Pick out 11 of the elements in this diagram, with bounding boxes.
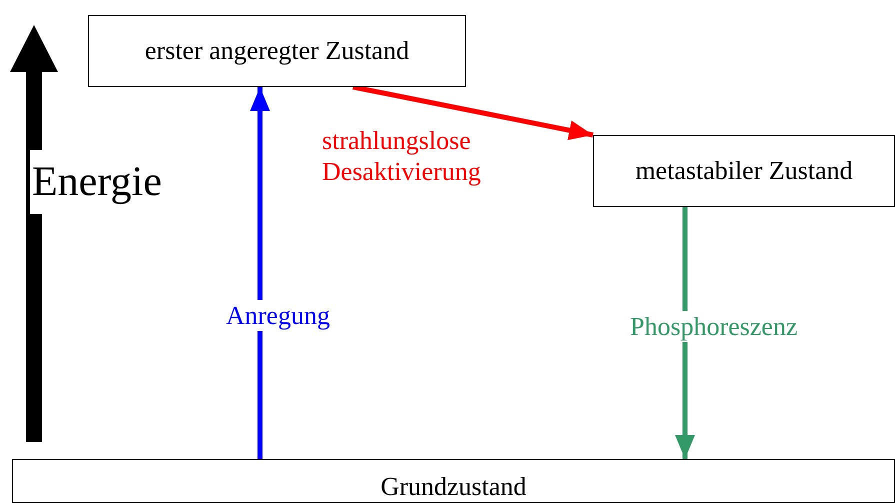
state-label: erster angeregter Zustand <box>144 36 410 66</box>
arrow <box>675 207 695 459</box>
edge-label: Phosphoreszenz <box>628 311 800 342</box>
state-label: Grundzustand <box>380 472 526 502</box>
arrow <box>250 87 270 459</box>
energy-level-box <box>12 459 895 503</box>
energy-level-box <box>593 135 895 207</box>
energy-level-box <box>88 15 466 87</box>
edge-label: Anregung <box>224 300 332 331</box>
arrow <box>352 84 594 140</box>
state-label: metastabiler Zustand <box>635 156 853 186</box>
